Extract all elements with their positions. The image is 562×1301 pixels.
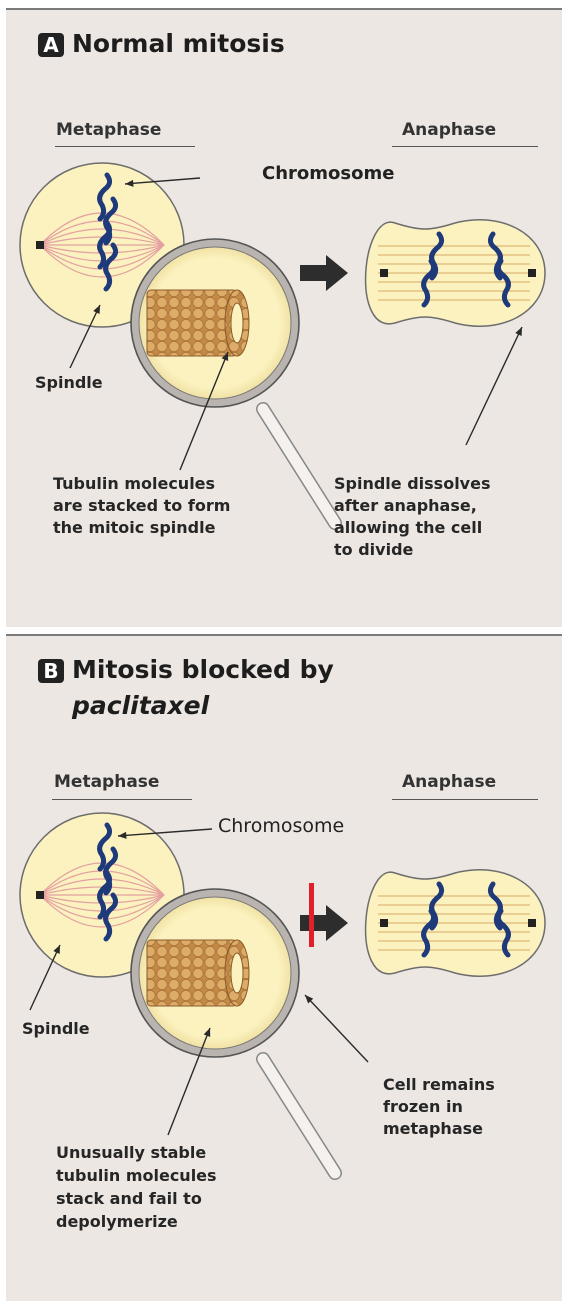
panel-a-metaphase-label: Metaphase bbox=[56, 120, 161, 140]
panel-a-dissolve-note-3: allowing the cell bbox=[334, 518, 482, 538]
magnifier-handle-inner bbox=[263, 1059, 335, 1173]
block-bar bbox=[309, 883, 314, 947]
magnifier-handle-inner bbox=[263, 409, 335, 523]
panel-a-badge: A bbox=[38, 33, 64, 57]
dissolve-pointer bbox=[466, 327, 522, 445]
panel-b-stable-note-4: depolymerize bbox=[56, 1212, 178, 1232]
centrosome-right-anaphase bbox=[528, 269, 536, 277]
tubulin-stack bbox=[147, 290, 237, 356]
panel-a-dissolve-note-4: to divide bbox=[334, 540, 413, 560]
panel-b-anaphase-label: Anaphase bbox=[402, 772, 496, 792]
panel-b-metaphase-label: Metaphase bbox=[54, 772, 159, 792]
frozen-pointer bbox=[305, 995, 368, 1062]
panel-b-stable-note-3: stack and fail to bbox=[56, 1189, 202, 1209]
panel-b-title-line2: paclitaxel bbox=[72, 691, 209, 720]
centrosome-right-anaphase bbox=[528, 919, 536, 927]
blocked-arrow-icon bbox=[300, 905, 348, 941]
panel-b-frozen-note-3: metaphase bbox=[383, 1119, 483, 1139]
centrosome-left-anaphase bbox=[380, 919, 388, 927]
panel-a-anaphase-label: Anaphase bbox=[402, 120, 496, 140]
panel-b-title-line1: Mitosis blocked by bbox=[72, 655, 334, 684]
tubulin-lumen bbox=[231, 953, 243, 993]
panel-a-dissolve-note-1: Spindle dissolves bbox=[334, 474, 490, 494]
tubulin-stack bbox=[147, 940, 237, 1006]
tubulin-lumen bbox=[231, 303, 243, 343]
panel-a-scene bbox=[20, 163, 545, 523]
panel-a-dissolve-note-2: after anaphase, bbox=[334, 496, 477, 516]
panel-b-anaphase-rule bbox=[392, 799, 538, 800]
panel-a-tubulin-note-1: Tubulin molecules bbox=[53, 474, 215, 494]
panel-b-chromosome-label: Chromosome bbox=[218, 815, 344, 837]
panel-a-chromosome-label: Chromosome bbox=[262, 163, 394, 184]
centrosome-left bbox=[36, 241, 44, 249]
panel-a-tubulin-note-3: the mitoic spindle bbox=[53, 518, 215, 538]
panel-b-frozen-note-1: Cell remains bbox=[383, 1075, 495, 1095]
centrosome-left-anaphase bbox=[380, 269, 388, 277]
panel-b-spindle-label: Spindle bbox=[22, 1019, 90, 1039]
panel-a-spindle-label: Spindle bbox=[35, 373, 103, 393]
panel-a-tubulin-note-2: are stacked to form bbox=[53, 496, 230, 516]
block-arrow-icon bbox=[300, 255, 348, 291]
panel-b-stable-note-2: tubulin molecules bbox=[56, 1166, 217, 1186]
panel-a-anaphase-rule bbox=[392, 146, 538, 147]
centrosome-left bbox=[36, 891, 44, 899]
panel-a-metaphase-rule bbox=[55, 146, 195, 147]
panel-b-stable-note-1: Unusually stable bbox=[56, 1143, 206, 1163]
panel-b-frozen-note-2: frozen in bbox=[383, 1097, 463, 1117]
panel-b-badge: B bbox=[38, 659, 64, 683]
panel-b-metaphase-rule bbox=[52, 799, 192, 800]
panel-a-title: Normal mitosis bbox=[72, 29, 285, 58]
